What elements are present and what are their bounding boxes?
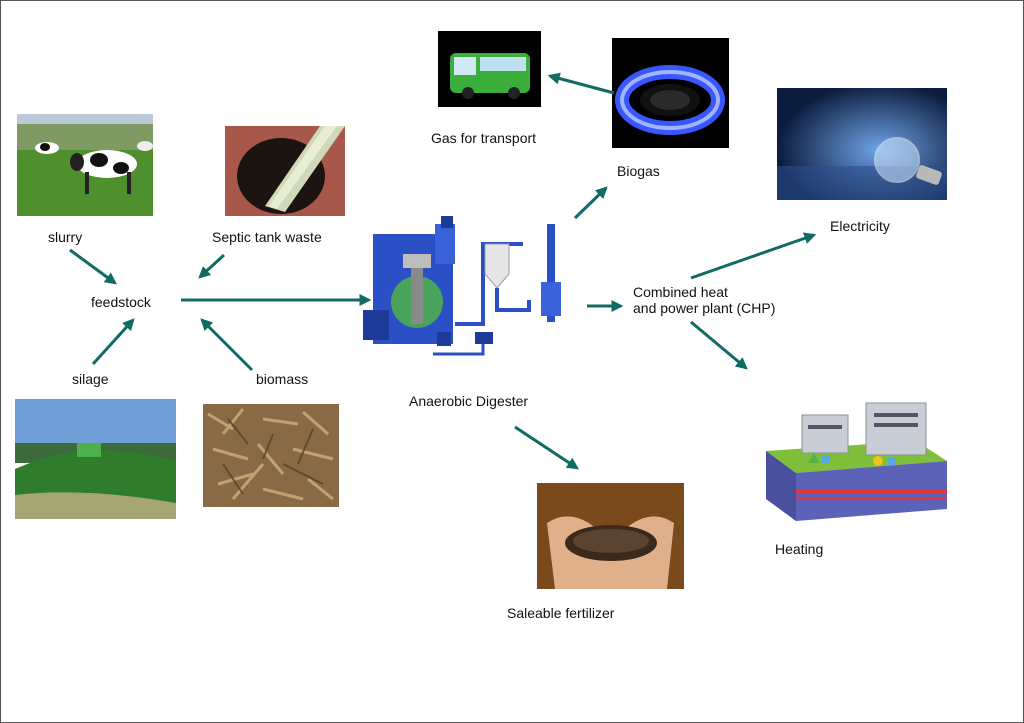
- anaerobic-digester-illustration: [363, 214, 577, 360]
- label-silage: silage: [72, 371, 109, 387]
- label-biogas: Biogas: [617, 163, 660, 179]
- label-electricity: Electricity: [830, 218, 890, 234]
- label-chp-line1: Combined heat: [633, 284, 728, 300]
- cows-photo: [17, 114, 153, 216]
- label-gas-for-transport: Gas for transport: [431, 130, 537, 146]
- arrow-digester-to-biogas: [573, 186, 608, 220]
- arrow-digester-to-fertilizer: [514, 425, 580, 470]
- biomass-photo: [203, 404, 339, 507]
- label-septic-tank-waste: Septic tank waste: [212, 229, 322, 245]
- arrow-chp-to-heating: [690, 320, 748, 370]
- label-chp-line2: and power plant (CHP): [633, 300, 776, 316]
- label-heating: Heating: [775, 541, 824, 557]
- district-heating-illustration: [766, 401, 947, 523]
- hands-soil-photo: [537, 483, 684, 589]
- arrow-biogas-to-transport: [547, 72, 615, 95]
- silage-photo: [15, 399, 176, 519]
- label-biomass: biomass: [256, 371, 309, 387]
- arrow-slurry-to-feedstock: [69, 248, 117, 285]
- label-saleable-fertilizer: Saleable fertilizer: [507, 605, 615, 621]
- label-anaerobic-digester: Anaerobic Digester: [409, 393, 529, 409]
- label-slurry: slurry: [48, 229, 83, 245]
- arrow-septic-to-feedstock: [198, 253, 226, 279]
- septic-tank-photo: [225, 126, 345, 216]
- arrow-silage-to-feedstock: [91, 318, 135, 366]
- label-feedstock: feedstock: [91, 294, 151, 310]
- light-bulb-photo: [777, 88, 947, 200]
- arrow-chp-to-electricity: [690, 232, 817, 280]
- gas-flame-photo: [612, 38, 729, 148]
- arrow-biomass-to-feedstock: [200, 318, 254, 372]
- bus-photo: [438, 31, 541, 107]
